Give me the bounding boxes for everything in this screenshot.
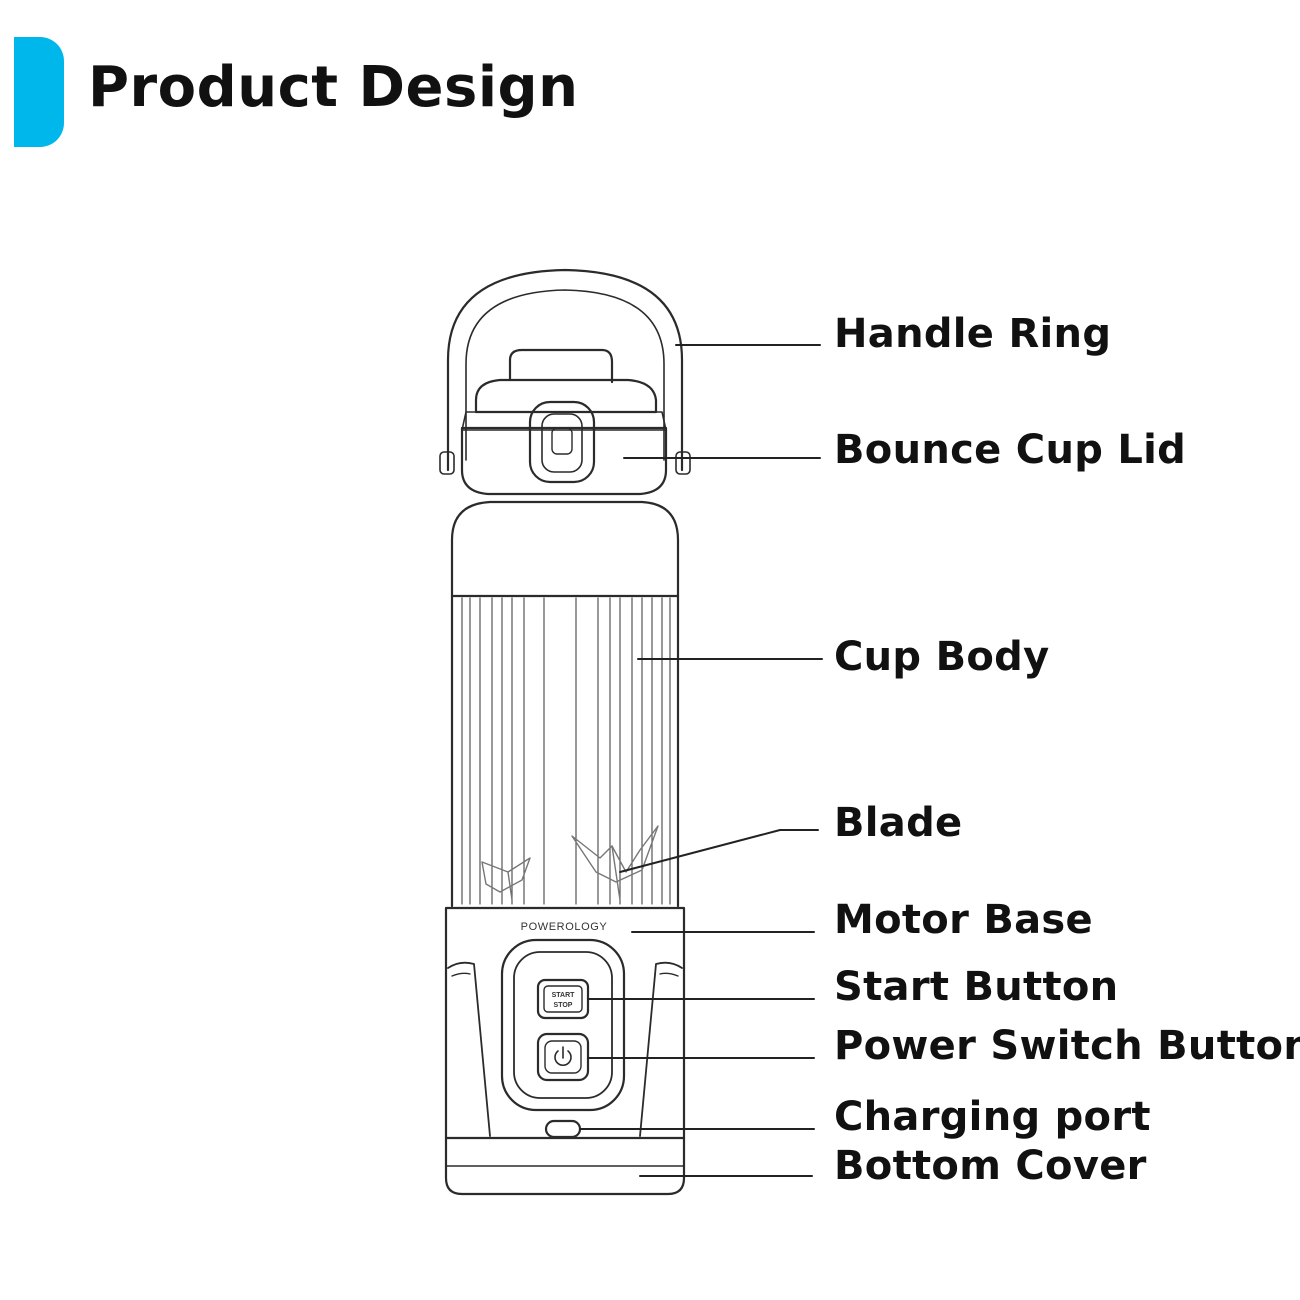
- label-power-switch-button: Power Switch Button: [834, 1023, 1300, 1069]
- blade-drawing: [481, 825, 659, 901]
- bounce-cup-lid-drawing: [460, 348, 668, 496]
- start-button-text-bottom: STOP: [554, 1002, 573, 1009]
- label-bounce-cup-lid: Bounce Cup Lid: [834, 427, 1187, 473]
- handle-ring-drawing: [439, 268, 691, 475]
- label-motor-base: Motor Base: [834, 897, 1093, 943]
- leader-lines: [579, 344, 823, 1177]
- charging-port-drawing: [544, 1119, 582, 1139]
- page-title: Product Design: [88, 55, 579, 120]
- motor-base-drawing: [444, 906, 686, 1196]
- label-handle-ring: Handle Ring: [834, 311, 1112, 357]
- title-accent-bar: [14, 37, 64, 147]
- cup-body-drawing: [450, 500, 680, 908]
- start-button-text-top: START: [552, 992, 576, 999]
- brand-mark: POWEROLOGY: [521, 921, 608, 933]
- label-start-button: Start Button: [834, 964, 1119, 1010]
- label-bottom-cover: Bottom Cover: [834, 1143, 1147, 1189]
- label-blade: Blade: [834, 800, 963, 846]
- power-switch-button-drawing: [536, 1032, 590, 1082]
- start-button-drawing: [536, 978, 590, 1020]
- label-charging-port: Charging port: [834, 1094, 1151, 1140]
- label-cup-body: Cup Body: [834, 634, 1050, 680]
